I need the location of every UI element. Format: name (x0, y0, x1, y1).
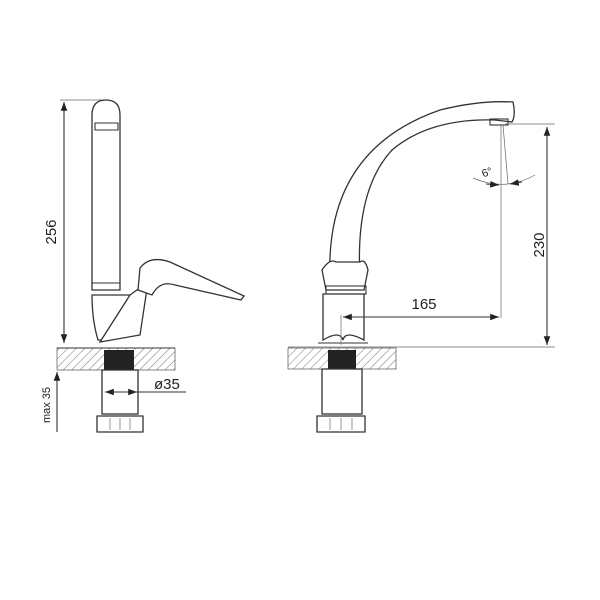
lever-handle (137, 258, 246, 301)
mounting-block (104, 350, 134, 370)
height-label: 256 (43, 219, 60, 244)
max-thickness-label: max 35 (41, 387, 53, 423)
front-view: 230 165 6° (287, 101, 555, 433)
reach-label: 165 (411, 296, 436, 313)
angle-line (502, 124, 509, 185)
angle-arc (472, 174, 536, 185)
height-label: 230 (531, 232, 548, 257)
angle-arrow (509, 179, 523, 186)
side-view: 256 ø35 max 35 (41, 99, 246, 433)
aerator (94, 122, 119, 131)
spout-collar (321, 260, 369, 291)
swivel-angle-label: 6° (480, 166, 494, 181)
arched-spout (329, 101, 515, 279)
mounting-block (328, 350, 356, 369)
diameter-label: ø35 (154, 376, 180, 393)
angle-arrow (485, 181, 500, 188)
mounting-shank (321, 368, 363, 415)
spout-column (91, 99, 121, 291)
spout-aerator (489, 118, 509, 126)
